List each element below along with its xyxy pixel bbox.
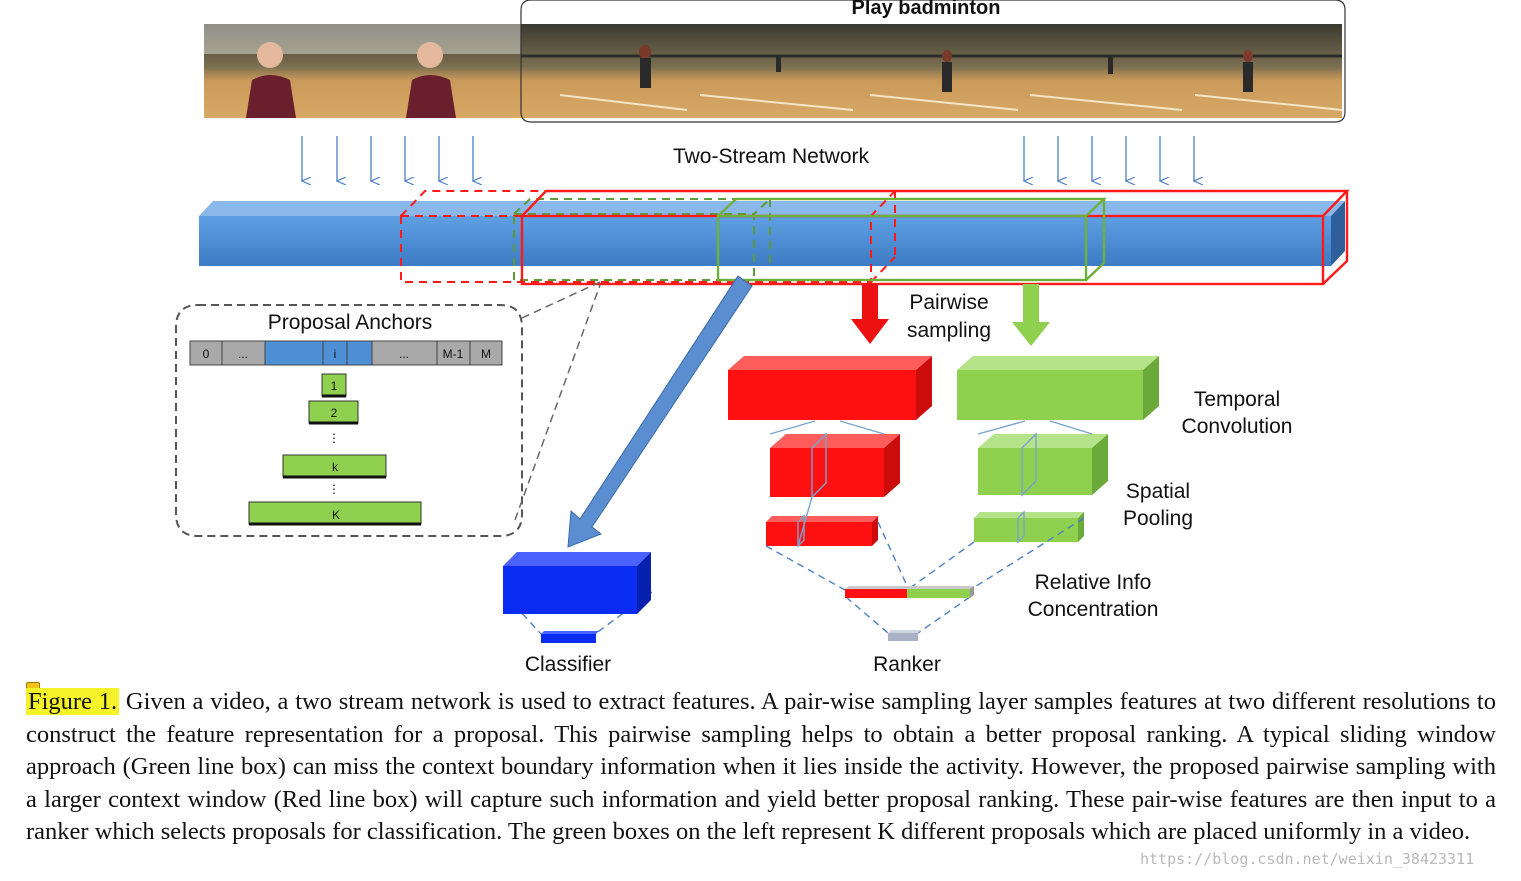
frame-court-3 [853,24,1019,118]
anchor-cell-1: ... [238,347,248,361]
proposal-anchors-panel: Proposal Anchors 0 ... i ... M-1 M 1 2 ⋮ [175,281,601,537]
red-pooling-block [769,420,900,499]
figure-diagram: Play badminton Two-Stream Network [175,0,1350,676]
network-label: Two-Stream Network [673,145,870,168]
classifier-arrow [567,275,753,548]
spatial-label-2: Pooling [1123,507,1193,530]
temporal-label-1: Temporal [1194,388,1280,411]
anchor-size-1: 1 [331,379,338,393]
anchor-timeline: 0 ... i ... M-1 M [189,340,503,366]
activity-label: Play badminton [852,0,1001,19]
activity-bracket [520,0,1346,123]
frame-court-4 [1018,24,1183,118]
anchor-cell-6: M-1 [443,347,464,361]
relative-label-2: Concentration [1028,598,1159,621]
caption-label: Figure 1. [26,688,120,715]
green-feature-block [974,510,1084,544]
spatial-label-1: Spatial [1126,480,1190,503]
green-window-box-dashed [513,198,773,281]
vertical-dots-2: ⋮ [328,482,340,496]
frame-court-5 [1182,24,1343,118]
anchor-cell-0: 0 [203,347,210,361]
relative-label-1: Relative Info [1035,571,1152,594]
red-temporal-block [728,356,932,420]
figure-caption: Figure 1. Given a video, a two stream ne… [26,686,1496,849]
concentration-lines [505,517,1085,635]
frame-person-2 [359,24,521,118]
anchor-size-K: K [332,508,340,522]
frame-person-1 [204,24,359,118]
input-arrows [302,136,1194,181]
anchor-size-2: 2 [331,406,338,420]
anchor-cell-3: i [334,347,337,361]
pairwise-arrows [851,284,1050,346]
pairwise-label-2: sampling [907,319,991,342]
ranker-output [888,630,921,641]
vertical-dots-1: ⋮ [328,431,340,445]
anchors-title: Proposal Anchors [268,311,433,334]
green-temporal-block [957,356,1159,420]
pairwise-label-1: Pairwise [909,291,988,314]
caption-text: Given a video, a two stream network is u… [26,688,1496,846]
green-window-box [716,197,1108,282]
video-frames: Play badminton [204,0,1346,123]
watermark: https://blog.csdn.net/weixin_38423311 [1140,850,1475,868]
anchor-cell-5: ... [399,347,409,361]
red-feature-block [766,496,878,548]
anchor-cell-7: M [481,347,491,361]
frame-court-2 [687,24,854,118]
temporal-label-2: Convolution [1182,415,1293,438]
green-pooling-block [977,420,1108,497]
frame-court-1 [521,24,688,118]
ranker-label: Ranker [873,653,941,676]
feature-beam [199,201,1345,266]
classifier-block [503,552,651,643]
anchor-pyramid: 1 2 ⋮ k ⋮ K [248,373,422,526]
concatenated-feature [845,586,974,598]
classifier-label: Classifier [525,653,611,676]
anchor-size-k: k [332,460,339,474]
